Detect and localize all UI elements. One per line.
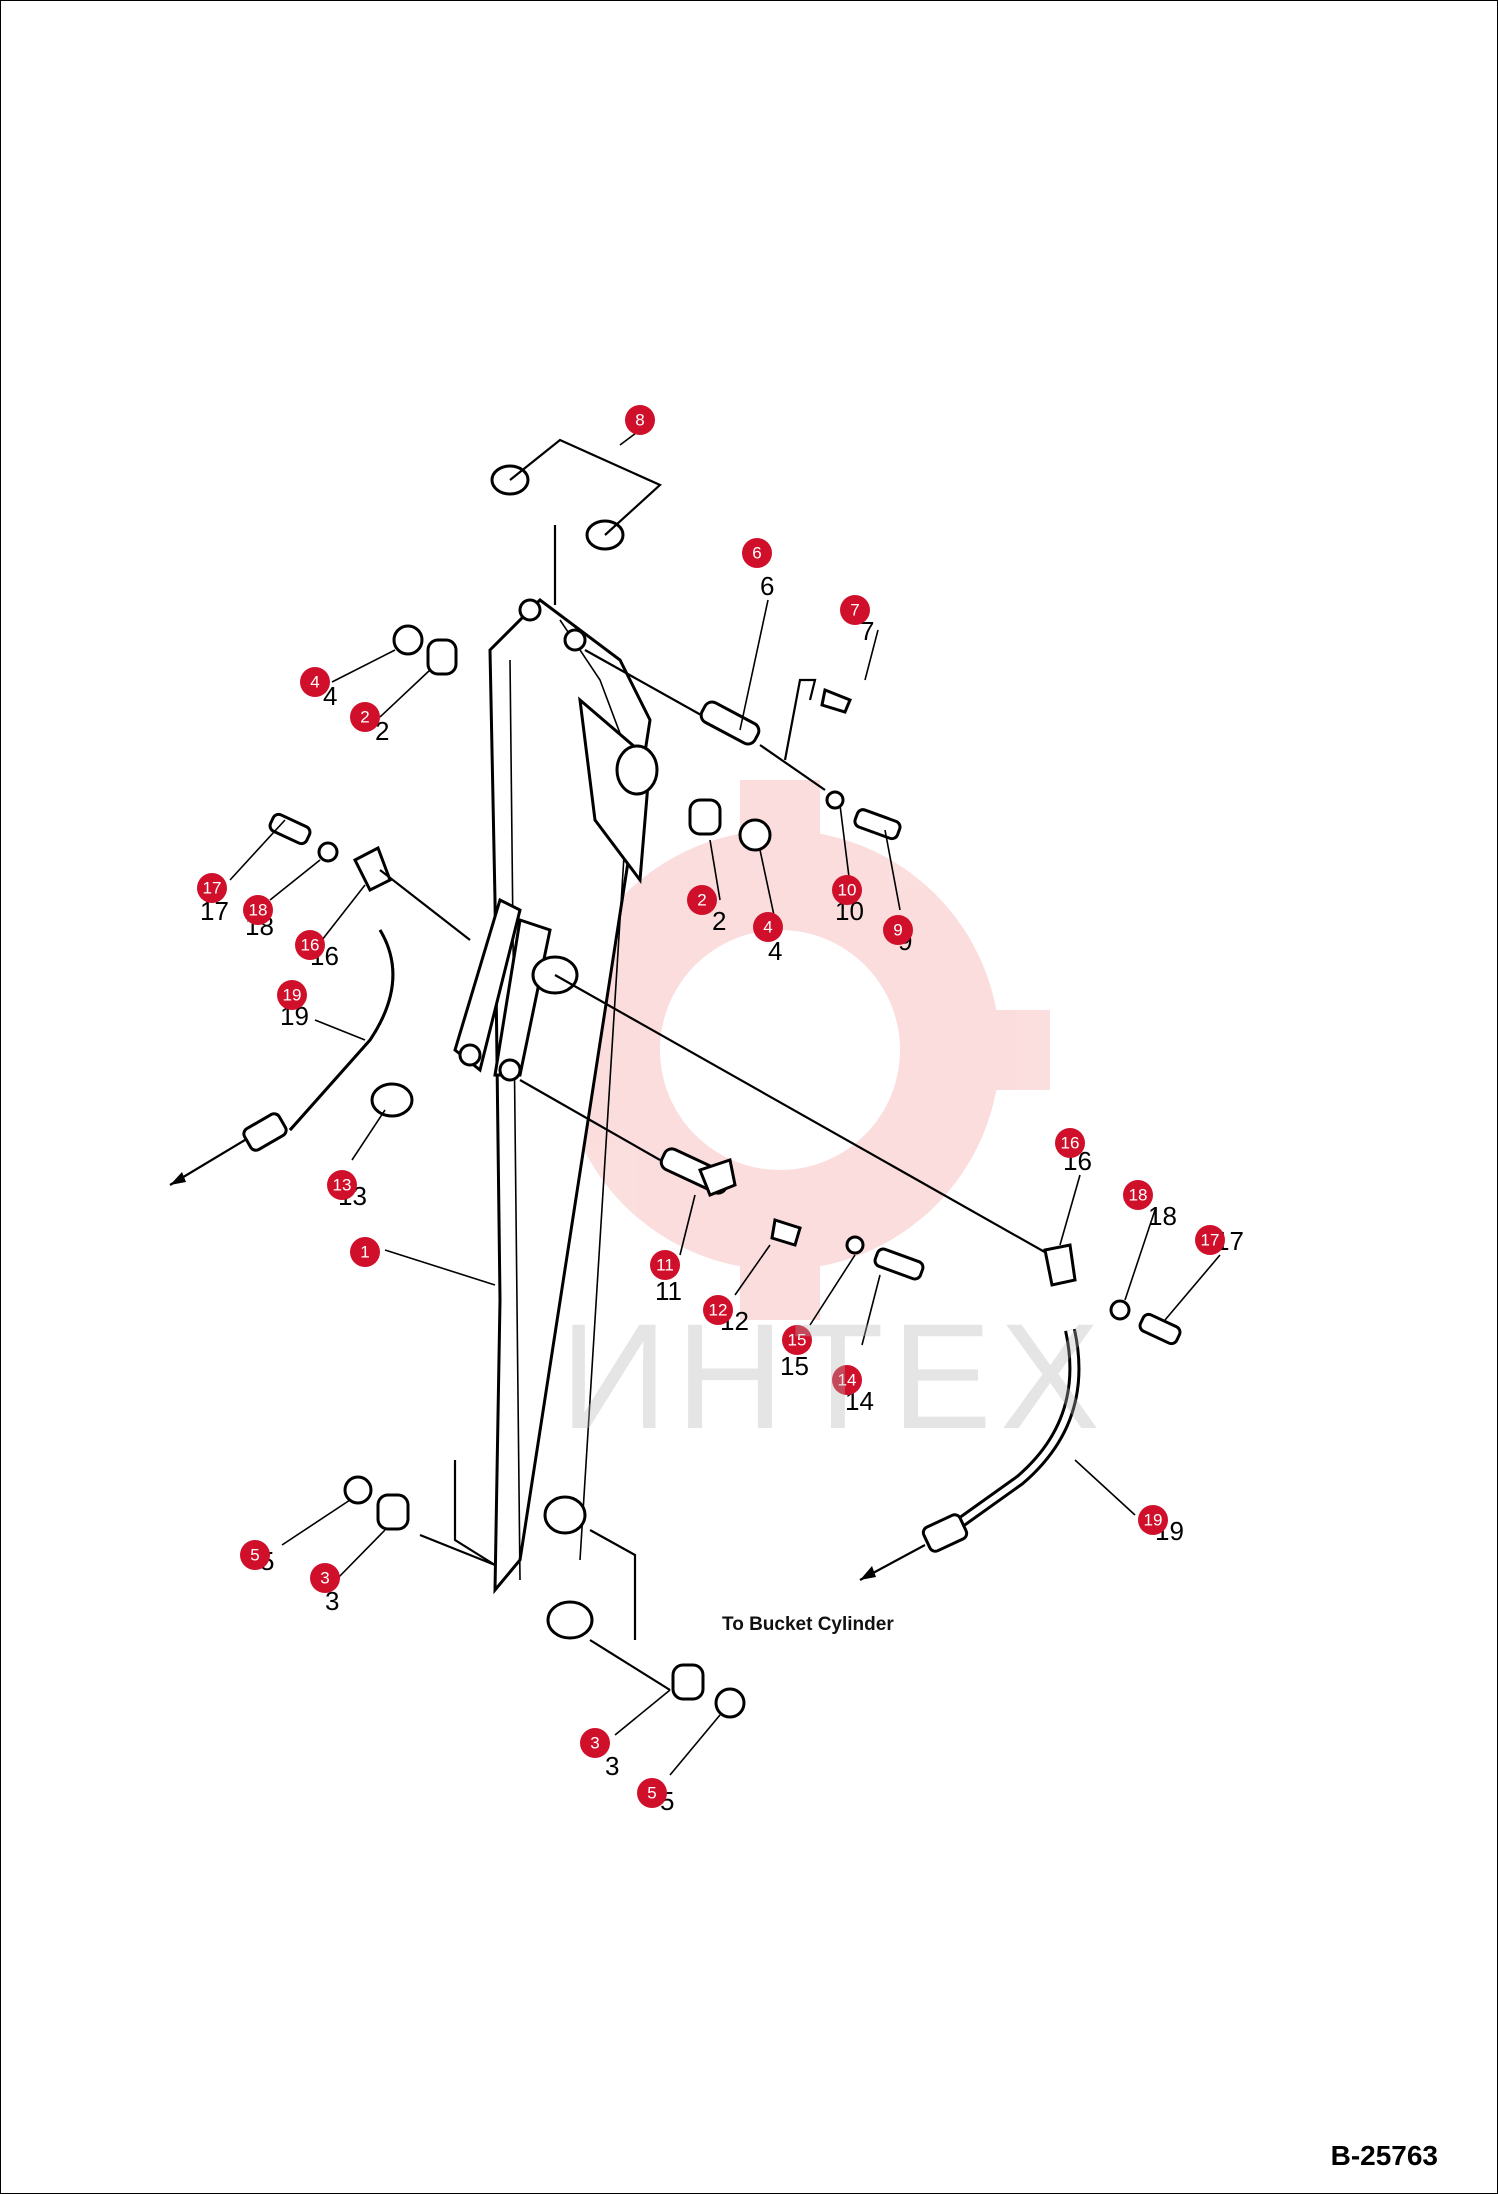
middle-pin (519, 974, 1051, 1281)
part-number: 3 (605, 1751, 619, 1781)
part-number: 6 (760, 571, 774, 601)
callout-part-12[interactable]: 12 (703, 1295, 733, 1325)
callout-part-19[interactable]: 19 (1138, 1505, 1168, 1535)
svg-text:15: 15 (788, 1331, 807, 1350)
svg-text:9: 9 (893, 921, 902, 940)
svg-text:13: 13 (333, 1176, 352, 1195)
part-number: 18 (1148, 1201, 1177, 1231)
callout-part-17[interactable]: 17 (197, 873, 227, 903)
callout-part-2[interactable]: 2 (687, 885, 717, 915)
callout-part-10[interactable]: 10 (832, 875, 862, 905)
callout-part-4[interactable]: 4 (300, 667, 330, 697)
drawing-code: B-25763 (1330, 2140, 1438, 2171)
svg-text:10: 10 (838, 881, 857, 900)
svg-text:16: 16 (1061, 1134, 1080, 1153)
part-number: 7 (860, 616, 874, 646)
callout-part-1[interactable]: 1 (350, 1237, 380, 1267)
bucket-cylinder-note: To Bucket Cylinder (722, 1614, 894, 1635)
callout-part-13[interactable]: 13 (327, 1170, 357, 1200)
svg-text:12: 12 (709, 1301, 728, 1320)
svg-text:4: 4 (763, 918, 772, 937)
callout-part-3[interactable]: 3 (310, 1563, 340, 1593)
callout-part-18[interactable]: 18 (243, 895, 273, 925)
callout-part-2[interactable]: 2 (350, 702, 380, 732)
svg-text:14: 14 (838, 1371, 857, 1390)
callout-part-15[interactable]: 15 (782, 1325, 812, 1355)
callout-part-5[interactable]: 5 (240, 1540, 270, 1570)
svg-text:6: 6 (752, 544, 761, 563)
callout-part-5[interactable]: 5 (637, 1778, 667, 1808)
callout-part-11[interactable]: 11 (650, 1250, 680, 1280)
svg-text:2: 2 (697, 891, 706, 910)
part-number: 11 (655, 1276, 682, 1306)
svg-text:5: 5 (250, 1546, 259, 1565)
part-number: 4 (768, 936, 782, 966)
callout-part-3[interactable]: 3 (580, 1728, 610, 1758)
callout-part-16[interactable]: 16 (295, 930, 325, 960)
callout-part-7[interactable]: 7 (840, 595, 870, 625)
svg-text:18: 18 (1129, 1186, 1148, 1205)
svg-text:11: 11 (656, 1256, 674, 1275)
bottom-bushings (343, 1460, 746, 1719)
part-number: 15 (780, 1351, 809, 1381)
part-number: 3 (325, 1586, 339, 1616)
arm-body (453, 598, 659, 1640)
callout-part-6[interactable]: 6 (742, 538, 772, 568)
callout-part-9[interactable]: 9 (883, 915, 913, 945)
svg-text:17: 17 (203, 879, 222, 898)
svg-text:3: 3 (320, 1569, 329, 1588)
callouts: 8 6 7 4 2 2 4 10 9 17 18 16 19 13 1 11 1… (197, 405, 1225, 1808)
leader-lines (229, 429, 1221, 1776)
callout-part-17[interactable]: 17 (1195, 1225, 1225, 1255)
svg-text:1: 1 (360, 1243, 369, 1262)
right-fittings (859, 1243, 1182, 1581)
svg-text:2: 2 (360, 708, 369, 727)
callout-part-16[interactable]: 16 (1055, 1128, 1085, 1158)
callout-part-8[interactable]: 8 (625, 405, 655, 435)
svg-text:17: 17 (1201, 1231, 1220, 1250)
callout-part-19[interactable]: 19 (277, 980, 307, 1010)
part-number: 2 (712, 906, 726, 936)
svg-text:5: 5 (647, 1784, 656, 1803)
svg-text:18: 18 (249, 901, 268, 920)
part-number: 2 (375, 716, 389, 746)
callout-part-14[interactable]: 14 (832, 1365, 862, 1395)
top-bushings (392, 624, 772, 852)
svg-text:3: 3 (590, 1734, 599, 1753)
callout-part-18[interactable]: 18 (1123, 1180, 1153, 1210)
svg-text:19: 19 (1144, 1511, 1163, 1530)
shim-washers (490, 438, 662, 605)
watermark-text: ИНТЕХ (560, 1292, 1108, 1460)
svg-text:16: 16 (301, 936, 320, 955)
svg-text:19: 19 (283, 986, 302, 1005)
svg-text:7: 7 (850, 601, 859, 620)
svg-text:4: 4 (310, 673, 319, 692)
svg-text:8: 8 (635, 411, 644, 430)
top-pin (584, 649, 902, 841)
callout-part-4[interactable]: 4 (753, 912, 783, 942)
left-fittings (169, 812, 471, 1186)
